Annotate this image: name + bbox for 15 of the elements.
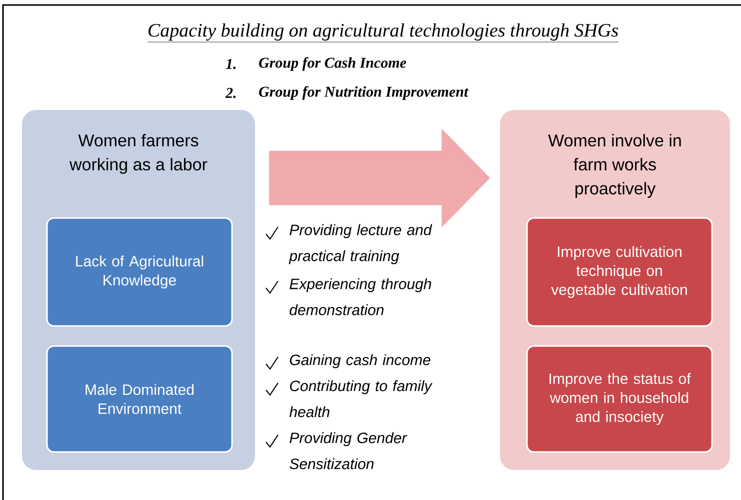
text-box: Improve cultivation technique on vegetable cultivation xyxy=(526,217,713,327)
bullet-text: Contributing to family health xyxy=(289,380,432,418)
list-item: Group for Cash Income xyxy=(259,57,406,71)
text-box: Male Dominated Environment xyxy=(46,345,233,453)
text-box: Lack of Agricultural Knowledge xyxy=(46,217,233,327)
bullet-text: Gaining cash income xyxy=(290,354,430,368)
bullet-text: Providing Gender Sensitization xyxy=(290,432,408,470)
block-arrow xyxy=(269,128,490,228)
bullet-text: Experiencing through demonstration xyxy=(290,278,432,316)
list-item: Group for Nutrition Improvement xyxy=(259,86,468,100)
list-number: 2. xyxy=(225,88,236,98)
text-box: Improve the status of women in household and insociety xyxy=(526,345,713,453)
list-number: 1. xyxy=(226,58,236,70)
bullet-text: Providing lecture and practical training xyxy=(288,224,432,264)
title: Capacity building on agricultural technologies through SHGs xyxy=(147,23,619,42)
